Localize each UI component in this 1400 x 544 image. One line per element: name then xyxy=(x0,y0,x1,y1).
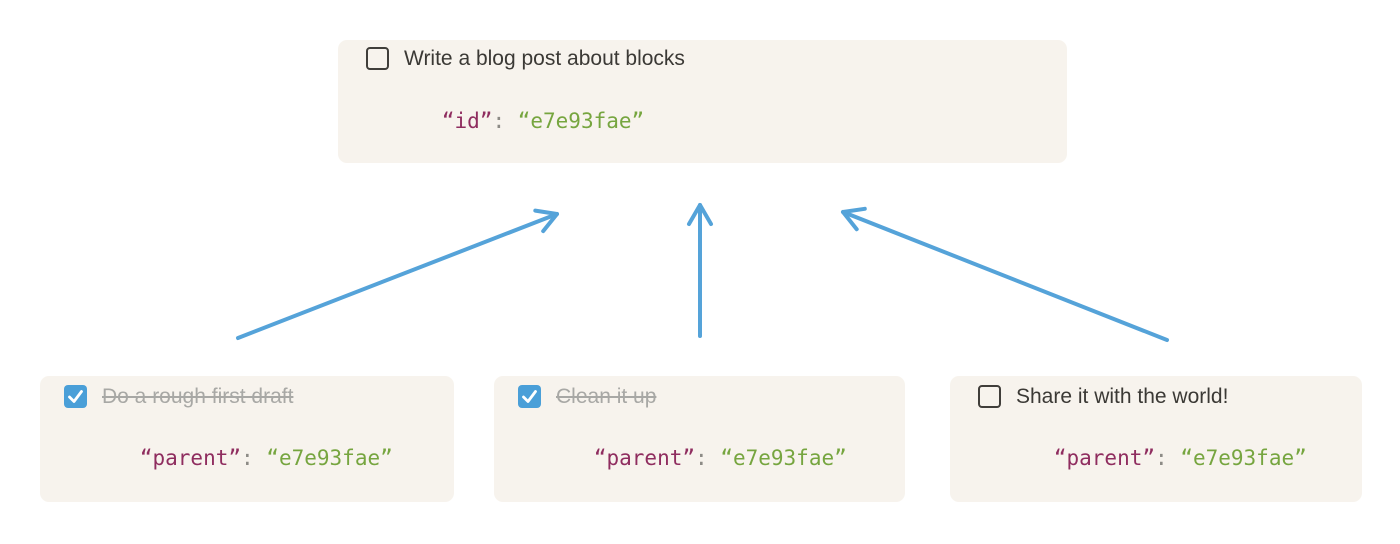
task-row: Share it with the world! xyxy=(978,384,1334,409)
code-value: “e7e93fae” xyxy=(517,108,645,133)
checkbox-unchecked-icon[interactable] xyxy=(366,47,389,71)
task-title: Share it with the world! xyxy=(1016,384,1229,408)
code-key: “parent” xyxy=(1053,446,1156,471)
child-block-card-1: Do a rough first draft “parent”: “e7e93f… xyxy=(40,376,454,502)
block-parent-code: “parent”: “e7e93fae” xyxy=(978,422,1334,494)
checkbox-unchecked-icon[interactable] xyxy=(978,384,1001,408)
arrow-from-child-1 xyxy=(236,208,559,340)
code-separator: : xyxy=(492,108,518,133)
code-separator: : xyxy=(1155,446,1181,471)
child-block-card-2: Clean it up “parent”: “e7e93fae” xyxy=(494,376,905,502)
arrow-from-child-2 xyxy=(687,203,713,338)
code-key: “id” xyxy=(441,108,493,133)
block-parent-code: “parent”: “e7e93fae” xyxy=(64,422,430,494)
code-value: “e7e93fae” xyxy=(266,446,393,471)
task-row: Write a blog post about blocks xyxy=(366,46,1039,71)
code-value: “e7e93fae” xyxy=(1180,446,1307,471)
block-id-code: “id”: “e7e93fae” xyxy=(366,84,1039,156)
task-row: Clean it up xyxy=(518,384,881,409)
code-separator: : xyxy=(695,446,721,471)
child-block-card-3: Share it with the world! “parent”: “e7e9… xyxy=(950,376,1362,502)
task-title: Clean it up xyxy=(556,384,657,408)
code-key: “parent” xyxy=(593,446,696,471)
task-title: Do a rough first draft xyxy=(102,384,294,408)
parent-block-card: Write a blog post about blocks “id”: “e7… xyxy=(338,40,1067,163)
checkmark-icon xyxy=(68,389,83,403)
code-separator: : xyxy=(241,446,267,471)
checkmark-icon xyxy=(522,389,537,403)
code-key: “parent” xyxy=(139,446,242,471)
checkbox-checked-icon[interactable] xyxy=(64,384,87,408)
code-value: “e7e93fae” xyxy=(720,446,847,471)
arrow-from-child-3 xyxy=(841,206,1169,342)
task-row: Do a rough first draft xyxy=(64,384,430,409)
checkbox-checked-icon[interactable] xyxy=(518,384,541,408)
block-parent-code: “parent”: “e7e93fae” xyxy=(518,422,881,494)
task-title: Write a blog post about blocks xyxy=(404,47,685,71)
